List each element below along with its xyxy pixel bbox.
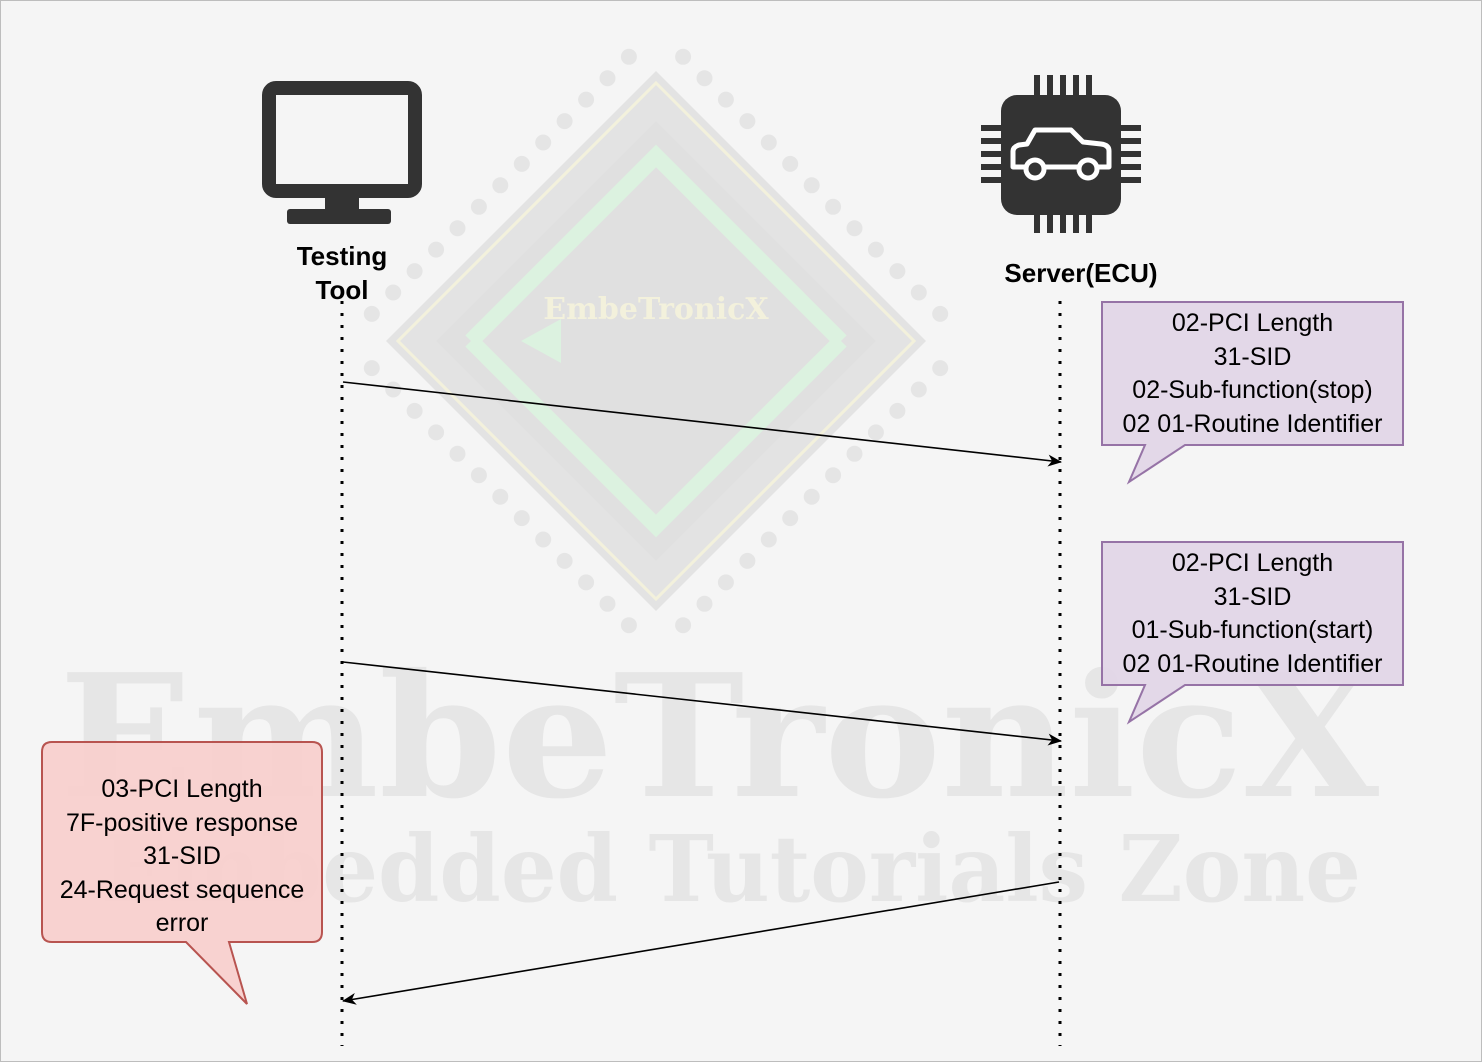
message-arrow-2 xyxy=(342,661,1062,746)
message-arrow-1 xyxy=(342,381,1062,467)
sid-line: 31-SID xyxy=(143,842,221,870)
request-callout-1 xyxy=(1101,301,1404,485)
routine-identifier-line: 02 01-Routine Identifier xyxy=(1122,409,1383,438)
sid-line: 31-SID xyxy=(1213,342,1292,371)
response-callout-text: 03-PCI Length 7F-positive response 31-SI… xyxy=(42,773,322,941)
nrc-line: 24-Request sequence xyxy=(59,875,305,904)
server-label: Server(ECU) xyxy=(1004,258,1158,288)
nrc-line-continued: error xyxy=(155,909,209,937)
sub-function-line: 01-Sub-function(start) xyxy=(1131,616,1374,644)
watermark-logo: EmbeTronicX xyxy=(363,48,949,634)
routine-identifier-line: 02 01-Routine Identifier xyxy=(1122,649,1383,678)
message-arrow-3 xyxy=(342,881,1060,1005)
testing-tool-label: Testing Tool xyxy=(296,241,388,305)
watermark-logo-text: EmbeTronicX xyxy=(543,292,769,327)
request-callout-2-text: 02-PCI Length 31-SID 01-Sub-function(sta… xyxy=(1102,547,1403,681)
pci-length-line: 03-PCI Length xyxy=(101,775,263,803)
ecu-chip-car-icon xyxy=(981,75,1141,233)
response-code-line: 7F-positive response xyxy=(65,808,299,837)
pci-length-line: 02-PCI Length xyxy=(1171,549,1334,577)
response-callout xyxy=(41,741,323,1005)
sid-line: 31-SID xyxy=(1213,582,1292,611)
request-callout-2 xyxy=(1101,541,1404,725)
request-callout-1-text: 02-PCI Length 31-SID 02-Sub-function(sto… xyxy=(1102,307,1403,441)
sub-function-line: 02-Sub-function(stop) xyxy=(1132,376,1373,404)
monitor-icon xyxy=(262,81,422,224)
pci-length-line: 02-PCI Length xyxy=(1171,309,1334,337)
